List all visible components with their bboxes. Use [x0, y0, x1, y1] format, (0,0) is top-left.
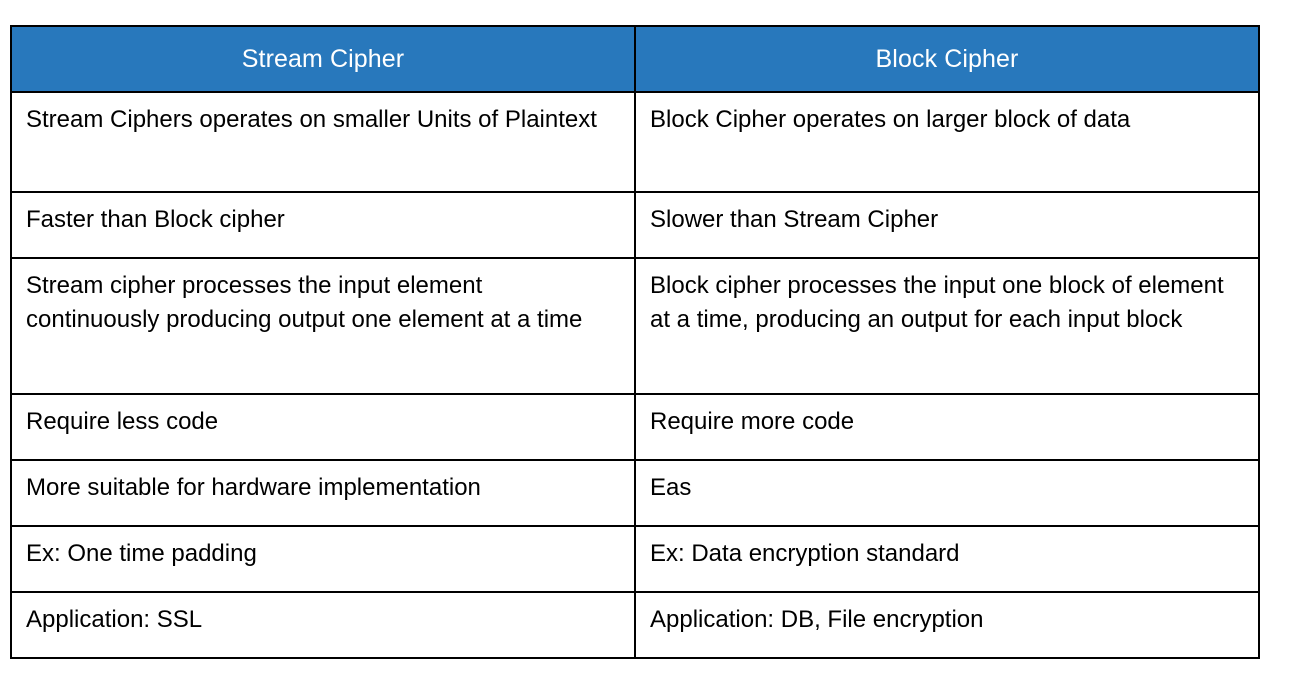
table-row: Ex: One time padding Ex: Data encryption… [10, 525, 1260, 593]
table-row: Faster than Block cipher Slower than Str… [10, 191, 1260, 259]
cell-block-cipher: Block cipher processes the input one blo… [634, 257, 1260, 395]
cell-block-cipher: Require more code [634, 393, 1260, 461]
table-row: Require less code Require more code [10, 393, 1260, 461]
cell-block-cipher: Eas [634, 459, 1260, 527]
cell-stream-cipher: Stream cipher processes the input elemen… [10, 257, 636, 395]
cell-stream-cipher: Faster than Block cipher [10, 191, 636, 259]
cell-stream-cipher: Application: SSL [10, 591, 636, 659]
cell-block-cipher: Ex: Data encryption standard [634, 525, 1260, 593]
table-row: Application: SSL Application: DB, File e… [10, 591, 1260, 659]
table-header: Stream Cipher Block Cipher [10, 25, 1260, 93]
comparison-table-container: Stream Cipher Block Cipher Stream Cipher… [10, 25, 1260, 659]
table-row: Stream cipher processes the input elemen… [10, 257, 1260, 395]
cell-block-cipher: Block Cipher operates on larger block of… [634, 91, 1260, 193]
table-row: Stream Ciphers operates on smaller Units… [10, 91, 1260, 193]
header-row: Stream Cipher Block Cipher [10, 25, 1260, 93]
table-body: Stream Ciphers operates on smaller Units… [10, 91, 1260, 659]
column-header-stream-cipher: Stream Cipher [10, 25, 636, 93]
cell-stream-cipher: Require less code [10, 393, 636, 461]
column-header-block-cipher: Block Cipher [634, 25, 1260, 93]
cell-stream-cipher: More suitable for hardware implementatio… [10, 459, 636, 527]
cell-stream-cipher: Ex: One time padding [10, 525, 636, 593]
cell-block-cipher: Slower than Stream Cipher [634, 191, 1260, 259]
cell-stream-cipher: Stream Ciphers operates on smaller Units… [10, 91, 636, 193]
cell-block-cipher: Application: DB, File encryption [634, 591, 1260, 659]
stream-vs-block-cipher-table: Stream Cipher Block Cipher Stream Cipher… [10, 25, 1260, 659]
table-row: More suitable for hardware implementatio… [10, 459, 1260, 527]
